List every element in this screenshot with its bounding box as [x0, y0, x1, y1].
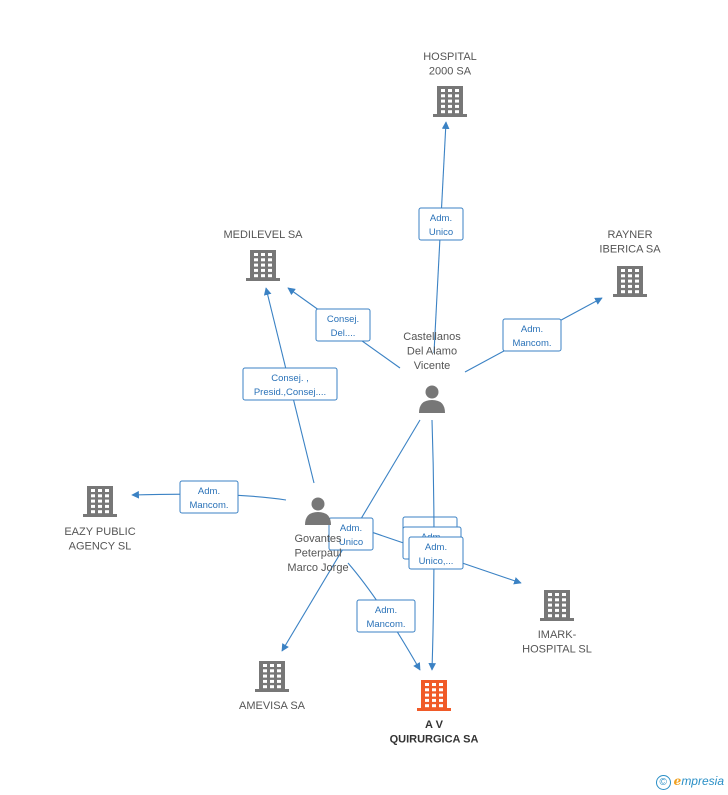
- building-icon: [246, 250, 280, 281]
- node-label: EAZY PUBLIC: [64, 526, 135, 538]
- node-label: 2000 SA: [429, 66, 472, 78]
- node-label: IBERICA SA: [599, 244, 661, 256]
- node-av[interactable]: A V QUIRURGICA SA: [390, 680, 479, 746]
- building-icon: [417, 680, 451, 711]
- edge-label-text: Unico: [339, 537, 363, 548]
- building-icon: [433, 86, 467, 117]
- building-icon: [540, 590, 574, 621]
- edge-label-text: Mancom.: [512, 338, 551, 349]
- node-rayner[interactable]: RAYNER IBERICA SA: [599, 229, 661, 297]
- edge-label-castellanos-amevisa[interactable]: Adm. Unico: [328, 517, 374, 551]
- node-label: Govantes: [294, 533, 342, 545]
- node-amevisa[interactable]: AMEVISA SA: [239, 661, 306, 712]
- building-icon: [613, 266, 647, 297]
- edge-label-castellanos-hospital2000[interactable]: Adm. Unico: [418, 207, 464, 241]
- edge-label-text: Adm.: [430, 213, 452, 224]
- node-hospital2000[interactable]: HOSPITAL 2000 SA: [423, 51, 477, 117]
- edge-label-text: Mancom.: [366, 619, 405, 630]
- edge-label-text: Del....: [331, 328, 356, 339]
- edge-label-text: Consej. ,: [271, 373, 309, 384]
- node-label: RAYNER: [607, 229, 652, 241]
- node-label: HOSPITAL: [423, 51, 477, 63]
- edge-label-text: Adm.: [521, 324, 543, 335]
- edge-label-text: Consej.: [327, 314, 359, 325]
- edge-label-castellanos-medilevel[interactable]: Consej. Del....: [315, 308, 371, 342]
- node-label: Marco Jorge: [287, 562, 348, 574]
- edge-label-govantes-av[interactable]: Adm. Mancom.: [356, 599, 416, 633]
- copyright-icon: ©: [655, 775, 671, 790]
- edge-label-text: Mancom.: [189, 500, 228, 511]
- building-icon: [255, 661, 289, 692]
- edge-label-govantes-eazy[interactable]: Adm. Mancom.: [179, 480, 239, 514]
- node-imark[interactable]: IMARK- HOSPITAL SL: [522, 590, 592, 656]
- edge-label-text: Adm.: [425, 542, 447, 553]
- node-label: QUIRURGICA SA: [390, 734, 479, 746]
- building-icon: [83, 486, 117, 517]
- node-label: Del Alamo: [407, 346, 457, 358]
- node-label: A V: [425, 719, 444, 731]
- edge-label-text: Adm.: [340, 523, 362, 534]
- edge-label-govantes-medilevel[interactable]: Consej. , Presid.,Consej....: [242, 367, 338, 401]
- empresia-logo: ©empresia: [655, 774, 724, 790]
- node-label: Castellanos: [403, 331, 461, 343]
- node-eazy[interactable]: EAZY PUBLIC AGENCY SL: [64, 486, 136, 553]
- edge-label-text: Presid.,Consej....: [254, 387, 326, 398]
- node-label: AGENCY SL: [69, 541, 132, 553]
- node-label: AMEVISA SA: [239, 700, 306, 712]
- node-label: MEDILEVEL SA: [223, 229, 303, 241]
- edge-label-text: Unico: [429, 227, 453, 238]
- edge-label-castellanos-rayner[interactable]: Adm. Mancom.: [502, 318, 562, 352]
- edge-label-text: Adm.: [375, 605, 397, 616]
- edge-label-text: Adm.: [198, 486, 220, 497]
- node-label: Vicente: [414, 360, 451, 372]
- person-icon: [419, 385, 445, 413]
- node-medilevel[interactable]: MEDILEVEL SA: [223, 229, 303, 281]
- edge-label-castellanos-av[interactable]: Adm. Unico,...: [408, 536, 464, 570]
- node-label: Peterpaul: [294, 548, 341, 560]
- edge-label-text: Unico,...: [419, 556, 454, 567]
- person-icon: [305, 497, 331, 525]
- node-label: IMARK-: [538, 629, 577, 641]
- node-label: HOSPITAL SL: [522, 644, 592, 656]
